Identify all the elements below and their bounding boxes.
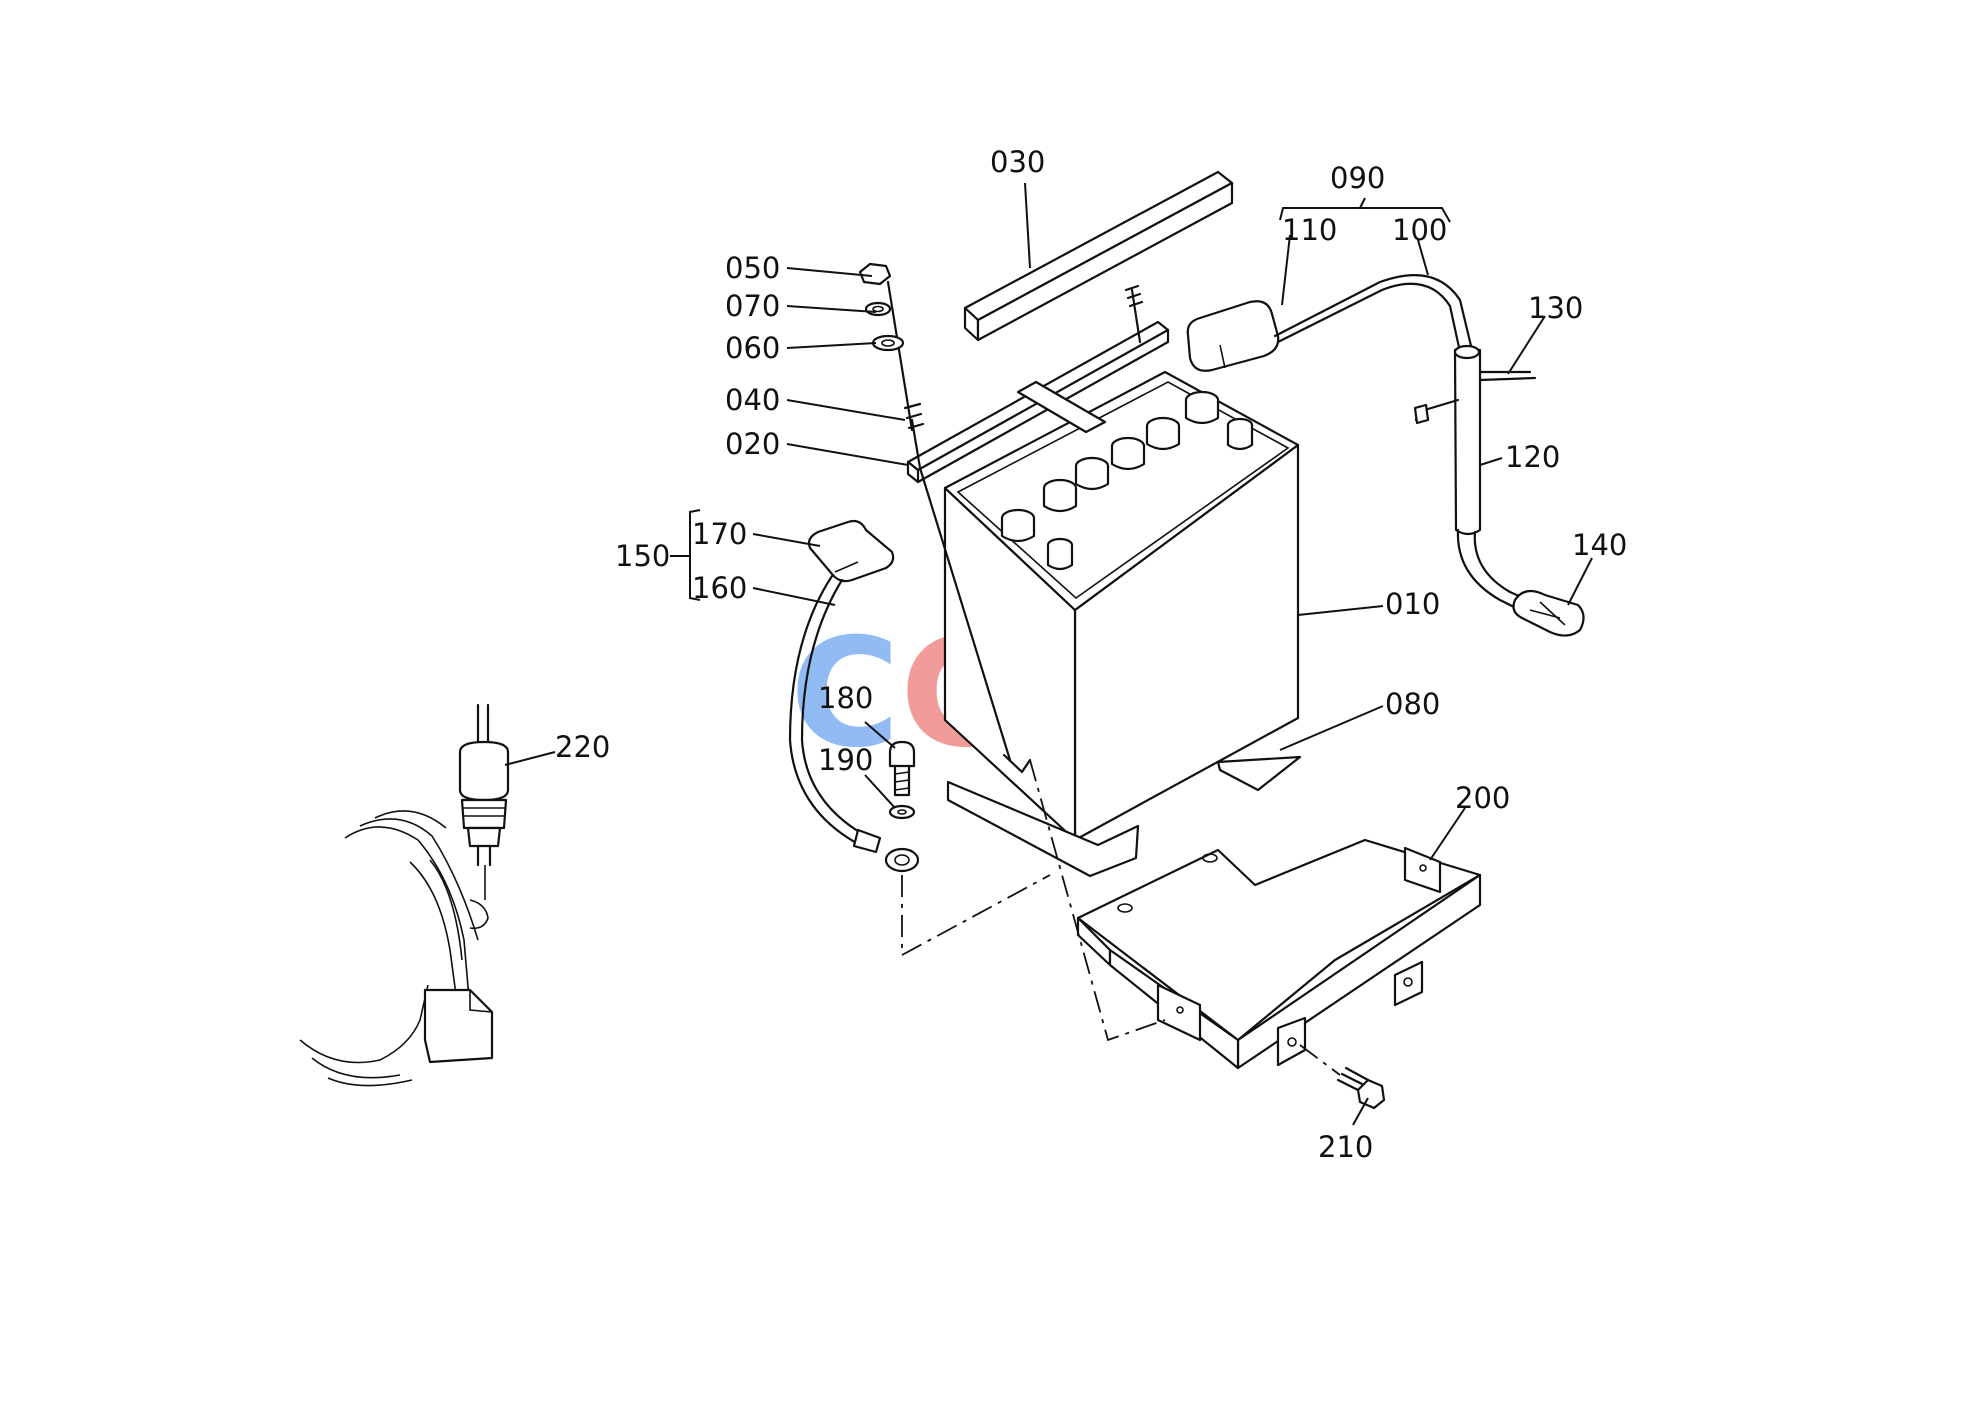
washer-070: [864, 301, 892, 317]
battery: [943, 370, 1300, 842]
negative-cable-assembly: [788, 519, 1166, 1042]
callout-040: 040: [725, 383, 780, 417]
callout-030: 030: [990, 145, 1045, 179]
positive-cable-assembly: [1186, 274, 1585, 637]
battery-cell-caps: [1000, 390, 1220, 543]
battery-terminal-negative: [1046, 537, 1074, 571]
leader-lines: [504, 182, 1593, 1126]
callout-160: 160: [692, 571, 747, 605]
callouts: 030 090 110 100 130 050 070 060 040 020 …: [555, 145, 1627, 1164]
callout-100: 100: [1392, 213, 1447, 247]
callout-200: 200: [1455, 781, 1510, 815]
callout-120: 120: [1505, 440, 1560, 474]
engine-housing-fragment: [299, 810, 494, 1087]
callout-170: 170: [692, 517, 747, 551]
washer-060: [871, 334, 905, 352]
callout-220: 220: [555, 730, 610, 764]
callout-180: 180: [818, 681, 873, 715]
hold-down-clamp: [906, 288, 1170, 774]
battery-terminal-positive: [1226, 417, 1254, 451]
callout-010: 010: [1385, 587, 1440, 621]
callout-080: 080: [1385, 687, 1440, 721]
callout-190: 190: [818, 743, 873, 777]
callout-020: 020: [725, 427, 780, 461]
callout-110: 110: [1282, 213, 1337, 247]
callout-070: 070: [725, 289, 780, 323]
watermark-letter-1: C: [790, 607, 900, 781]
battery-tray: [1076, 838, 1482, 1070]
callout-060: 060: [725, 331, 780, 365]
callout-210: 210: [1318, 1130, 1373, 1164]
battery-cover-strip: [963, 170, 1234, 342]
callout-090: 090: [1330, 161, 1385, 195]
bolt-210: [1299, 1044, 1386, 1110]
callout-140: 140: [1572, 528, 1627, 562]
callout-150: 150: [615, 539, 670, 573]
callout-050: 050: [725, 251, 780, 285]
callout-130: 130: [1528, 291, 1583, 325]
nut-050: [858, 262, 892, 286]
engine-switch: [458, 703, 510, 867]
battery-pads: [946, 755, 1302, 878]
